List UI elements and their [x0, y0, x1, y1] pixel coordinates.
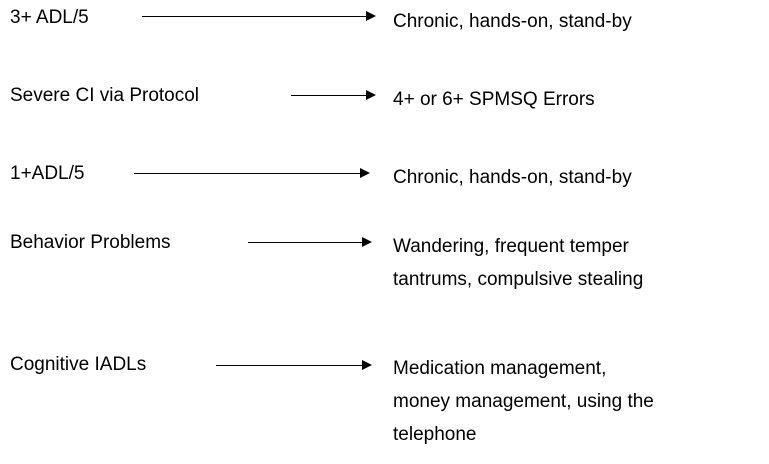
source-label-behavior-problems: Behavior Problems — [10, 232, 171, 253]
target-line: Chronic, hands-on, stand-by — [393, 11, 632, 32]
target-line: money management, using the — [393, 391, 654, 412]
target-line: telephone — [393, 424, 477, 445]
arrow-severe-ci — [291, 90, 376, 101]
target-label-behavior-problems: Wandering, frequent temper tantrums, comp… — [393, 230, 765, 296]
arrow-cognitive-iadls — [216, 360, 372, 371]
arrowhead-icon — [362, 237, 372, 247]
target-line: Medication management, — [393, 358, 607, 379]
target-label-severe-ci: 4+ or 6+ SPMSQ Errors — [393, 83, 765, 116]
arrow-shaft — [134, 173, 361, 175]
arrow-behavior-problems — [248, 237, 372, 248]
source-label-severe-ci: Severe CI via Protocol — [10, 85, 200, 106]
arrowhead-icon — [360, 168, 370, 178]
target-label-cognitive-iadls: Medication management, money management, … — [393, 352, 765, 451]
arrow-shaft — [216, 365, 363, 367]
arrowhead-icon — [362, 360, 372, 370]
source-label-adl-3plus: 3+ ADL/5 — [10, 7, 89, 28]
arrowhead-icon — [366, 90, 376, 100]
target-label-adl-3plus: Chronic, hands-on, stand-by — [393, 5, 765, 38]
arrow-shaft — [291, 95, 367, 97]
target-line: Chronic, hands-on, stand-by — [393, 167, 632, 188]
arrowhead-icon — [366, 11, 376, 21]
source-label-adl-1plus: 1+ADL/5 — [10, 163, 85, 184]
source-label-cognitive-iadls: Cognitive IADLs — [10, 354, 147, 375]
target-label-adl-1plus: Chronic, hands-on, stand-by — [393, 161, 765, 194]
target-line: tantrums, compulsive stealing — [393, 269, 644, 290]
target-line: Wandering, frequent temper — [393, 236, 629, 257]
arrow-adl-3plus — [142, 11, 376, 22]
arrow-shaft — [142, 16, 367, 18]
target-line: 4+ or 6+ SPMSQ Errors — [393, 89, 595, 110]
arrow-shaft — [248, 242, 363, 244]
arrow-adl-1plus — [134, 168, 370, 179]
